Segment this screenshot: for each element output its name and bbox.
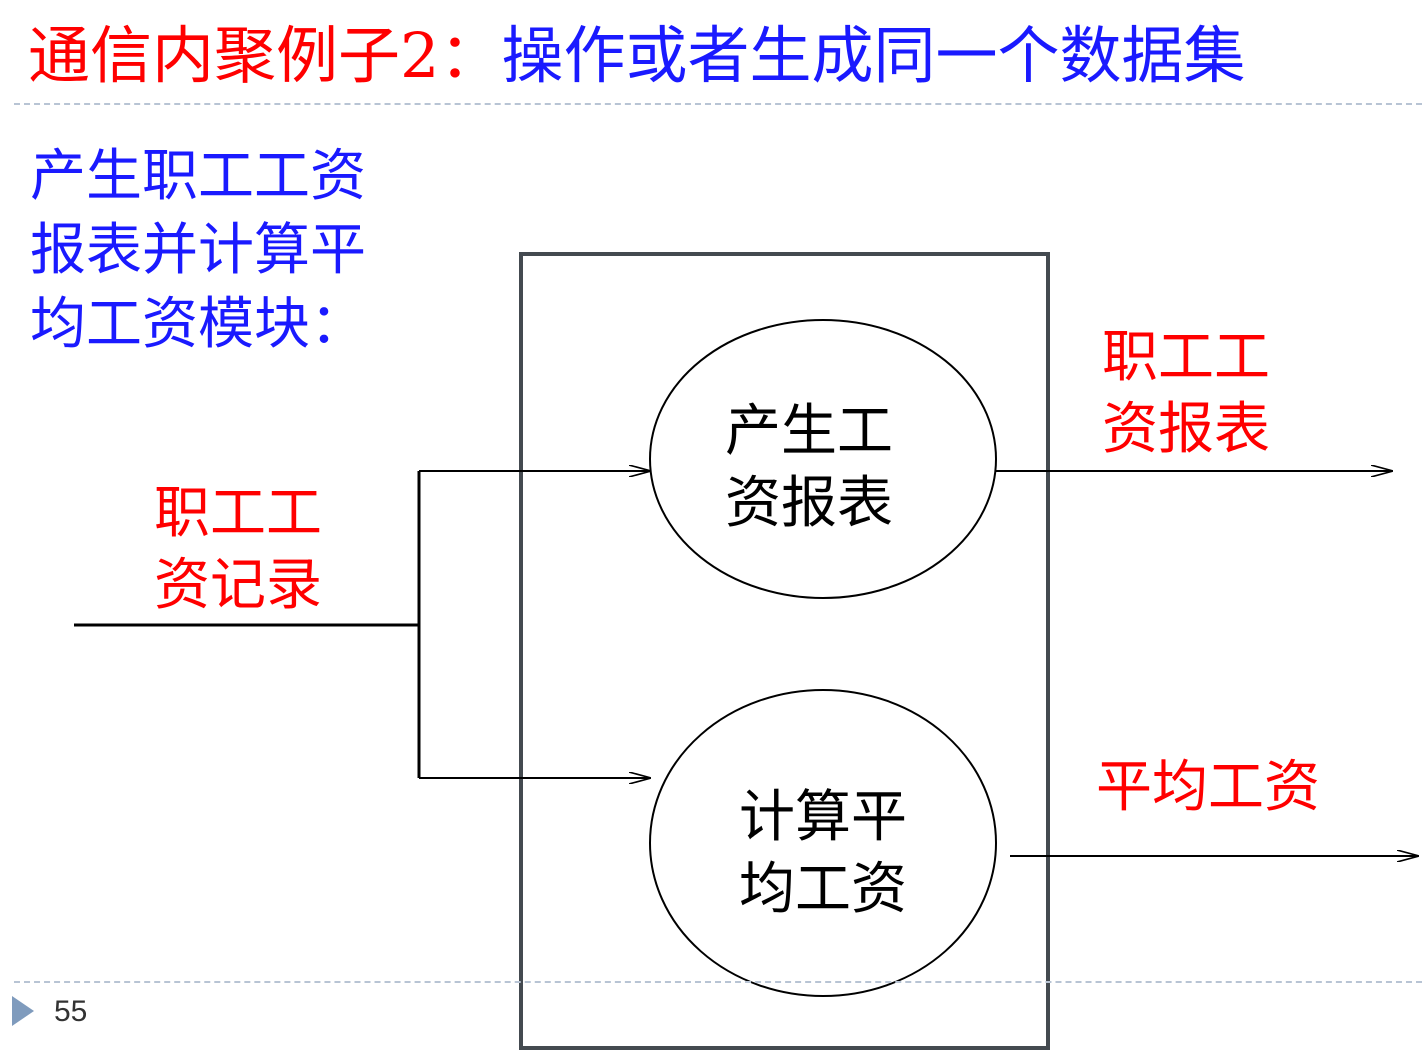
title-divider	[14, 103, 1422, 105]
process-bottom-node	[649, 689, 997, 997]
module-box	[519, 252, 1050, 1050]
output-bottom-label: 平均工资	[1096, 755, 1320, 820]
module-description: 产生职工工资报表并计算平均工资模块：	[30, 144, 366, 357]
process-bottom-label: 计算平均工资	[739, 785, 907, 922]
slide-title: 通信内聚例子2：操作或者生成同一个数据集	[28, 16, 1245, 96]
output-top-label: 职工工资报表	[1102, 325, 1270, 462]
process-top-node	[649, 319, 997, 599]
triangle-marker-icon	[12, 996, 34, 1026]
input-data-label: 职工工资记录	[154, 481, 322, 618]
process-top-label: 产生工资报表	[725, 399, 893, 536]
footer-divider	[14, 981, 1422, 983]
page-number: 55	[54, 995, 88, 1028]
title-prefix: 通信内聚例子2：	[28, 19, 502, 92]
title-main: 操作或者生成同一个数据集	[501, 19, 1246, 92]
